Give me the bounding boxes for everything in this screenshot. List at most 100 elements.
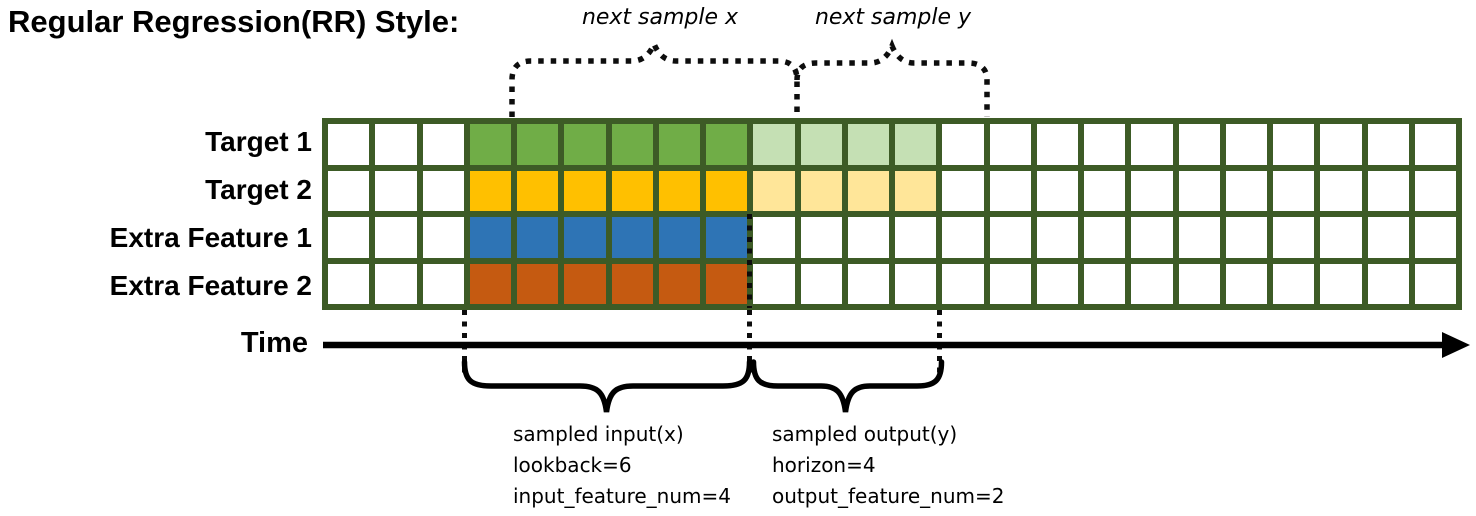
horizon-value: horizon=4 bbox=[772, 453, 876, 477]
grid-cell bbox=[847, 124, 889, 165]
grid-cell bbox=[658, 170, 700, 211]
grid-cell bbox=[895, 170, 937, 211]
output-feature-num-value: output_feature_num=2 bbox=[772, 484, 1005, 508]
grid-cell bbox=[1131, 170, 1173, 211]
next-sample-y-brace bbox=[794, 38, 990, 117]
grid-cell bbox=[517, 217, 559, 258]
diagram-title: Regular Regression(RR) Style: bbox=[8, 4, 460, 39]
grid-cell bbox=[942, 263, 984, 304]
grid-cell bbox=[1225, 263, 1267, 304]
grid-cell bbox=[989, 217, 1031, 258]
grid-cell bbox=[800, 263, 842, 304]
grid-cell bbox=[989, 124, 1031, 165]
sample-grid bbox=[322, 118, 1462, 310]
grid-cell bbox=[1367, 124, 1409, 165]
grid-cell bbox=[1273, 124, 1315, 165]
sampled-input-brace bbox=[461, 359, 753, 413]
grid-cell bbox=[1178, 263, 1220, 304]
grid-cell bbox=[1225, 170, 1267, 211]
grid-cell bbox=[800, 217, 842, 258]
grid-cell bbox=[706, 263, 748, 304]
grid-cell bbox=[706, 217, 748, 258]
grid-cell bbox=[517, 170, 559, 211]
grid-cell bbox=[1225, 217, 1267, 258]
grid-cell bbox=[1036, 170, 1078, 211]
sampled-input-note: sampled input(x) lookback=6 input_featur… bbox=[513, 419, 731, 512]
grid-cell bbox=[847, 263, 889, 304]
grid-cell bbox=[1367, 217, 1409, 258]
grid-cell bbox=[469, 170, 511, 211]
grid-cell bbox=[942, 217, 984, 258]
grid-cell bbox=[611, 217, 653, 258]
grid-cell bbox=[753, 263, 795, 304]
grid-cell bbox=[753, 124, 795, 165]
grid-cell bbox=[1320, 170, 1362, 211]
next-sample-x-label: next sample x bbox=[581, 5, 739, 30]
grid-cell bbox=[1084, 124, 1126, 165]
grid-cell bbox=[375, 217, 417, 258]
grid-cell bbox=[658, 124, 700, 165]
grid-cell bbox=[422, 217, 464, 258]
grid-cell bbox=[1036, 217, 1078, 258]
grid-cell bbox=[1036, 124, 1078, 165]
grid-cell bbox=[328, 263, 370, 304]
grid-cell bbox=[1320, 263, 1362, 304]
grid-cell bbox=[942, 124, 984, 165]
grid-cell bbox=[422, 263, 464, 304]
grid-cell bbox=[564, 217, 606, 258]
grid-cell bbox=[1367, 263, 1409, 304]
grid-cell bbox=[328, 217, 370, 258]
grid-cell bbox=[895, 217, 937, 258]
grid-cell bbox=[375, 124, 417, 165]
grid-cell bbox=[375, 263, 417, 304]
grid-cell bbox=[328, 124, 370, 165]
row-label-extra-feature-2: Extra Feature 2 bbox=[109, 270, 312, 301]
grid-cell bbox=[1084, 263, 1126, 304]
grid-cell bbox=[989, 263, 1031, 304]
grid-cell bbox=[1414, 170, 1456, 211]
grid-cell bbox=[753, 170, 795, 211]
grid-cell bbox=[422, 170, 464, 211]
sampled-output-note: sampled output(y) horizon=4 output_featu… bbox=[772, 419, 1005, 512]
grid-cell bbox=[800, 170, 842, 211]
grid-cell bbox=[469, 217, 511, 258]
grid-cell bbox=[658, 217, 700, 258]
grid-cell bbox=[1131, 217, 1173, 258]
row-label-extra-feature-1: Extra Feature 1 bbox=[109, 222, 312, 253]
grid-cell bbox=[847, 170, 889, 211]
grid-cell bbox=[1178, 170, 1220, 211]
grid-cell bbox=[1367, 170, 1409, 211]
grid-cell bbox=[517, 124, 559, 165]
time-axis-label: Time bbox=[240, 327, 308, 359]
grid-cell bbox=[706, 170, 748, 211]
grid-cell bbox=[1320, 124, 1362, 165]
row-label-target-2: Target 2 bbox=[205, 174, 312, 205]
grid-cell bbox=[1273, 263, 1315, 304]
grid-cell bbox=[1273, 217, 1315, 258]
grid-cell bbox=[517, 263, 559, 304]
grid-cell bbox=[611, 170, 653, 211]
grid-cell bbox=[895, 263, 937, 304]
grid-cell bbox=[564, 263, 606, 304]
grid-cell bbox=[800, 124, 842, 165]
grid-cell bbox=[1084, 217, 1126, 258]
grid-cell bbox=[1131, 263, 1173, 304]
sampled-output-brace bbox=[750, 359, 945, 413]
grid-cell bbox=[1084, 170, 1126, 211]
input-feature-num-value: input_feature_num=4 bbox=[513, 484, 731, 508]
grid-cell bbox=[1178, 124, 1220, 165]
grid-cell bbox=[1131, 124, 1173, 165]
next-sample-x-brace bbox=[509, 36, 800, 117]
row-label-target-1: Target 1 bbox=[205, 126, 312, 157]
lookback-value: lookback=6 bbox=[513, 453, 632, 477]
grid-cell bbox=[989, 170, 1031, 211]
grid-cell bbox=[942, 170, 984, 211]
sampled-input-title: sampled input(x) bbox=[513, 422, 684, 446]
grid-cell bbox=[611, 263, 653, 304]
grid-cell bbox=[895, 124, 937, 165]
grid-cell bbox=[1320, 217, 1362, 258]
grid-cell bbox=[469, 263, 511, 304]
grid-cell bbox=[847, 217, 889, 258]
